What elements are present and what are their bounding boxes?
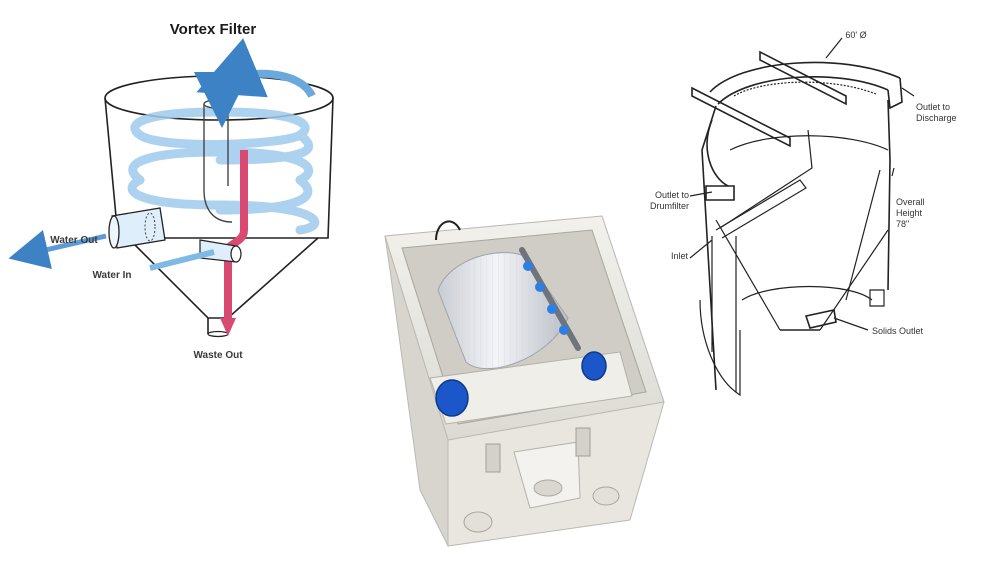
outlet-sump [513,441,581,509]
leader-solids [833,317,869,331]
leader-inlet [689,239,713,259]
schematic-beams [691,50,847,229]
vortex-filter-diagram: Vortex Filter [8,21,334,361]
schematic-body [699,99,891,397]
left-blue-port [435,379,469,417]
waste-out-label: Waste Out [193,350,243,361]
leader-height [845,167,895,301]
water-out-label: Water Out [50,235,98,246]
overall-height-label-1: Overall [896,197,925,207]
diameter-label: 60' Ø [845,30,866,40]
right-bottom-pipe [592,486,620,506]
schematic-top-ring [709,61,903,110]
leader-diameter [825,37,843,59]
water-out-arrow [8,230,107,269]
solids-outlet-label: Solids Outlet [872,326,924,336]
drum-cylinder [437,252,569,370]
outlet-drumfilter-label-2: Drumfilter [650,201,689,211]
leader-outlet-discharge [901,87,915,97]
left-bottom-pipe [463,511,493,533]
outlet-discharge-label-1: Outlet to [916,102,950,112]
right-bracket [575,427,591,457]
overall-height-label-2: Height [896,208,923,218]
outlet-discharge-label-2: Discharge [916,113,957,123]
vortex-schematic: 60' Ø Outlet to Discharge Outlet to Drum… [650,30,957,397]
power-cable [435,220,461,241]
water-in-pipe [199,239,242,263]
drum-filter-product [384,215,665,547]
leader-outlet-drumfilter [689,191,713,197]
overall-height-label-3: 78" [896,219,909,229]
vortex-title: Vortex Filter [170,21,257,38]
water-in-arrow [149,249,215,271]
inlet-label: Inlet [671,251,689,261]
schematic-pipes [705,119,885,329]
outlet-drumfilter-label-1: Outlet to [655,190,689,200]
water-out-pipe [108,207,166,249]
right-blue-port [581,351,607,381]
left-bracket [485,443,501,473]
spray-bar [519,247,581,351]
waste-arrow [220,150,248,336]
water-in-label: Water In [92,270,131,281]
